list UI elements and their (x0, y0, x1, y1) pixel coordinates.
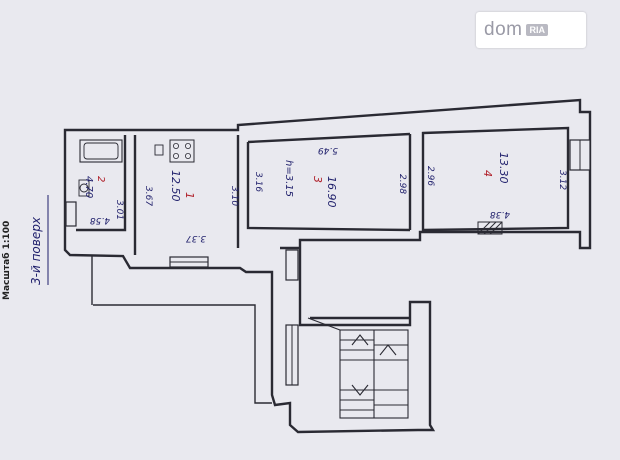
room-1-number: 1 (183, 192, 196, 199)
outer-contour (93, 304, 272, 404)
watermark-brand: dom (484, 19, 523, 40)
room-4-number: 4 (481, 170, 494, 177)
stove-icon (154, 139, 195, 163)
watermark-badge: RIA (526, 24, 548, 36)
wall-room4 (421, 126, 570, 232)
arrow-icon (351, 334, 369, 346)
window-right (569, 139, 591, 171)
room-3-dim-b: 2.98 (397, 174, 407, 194)
room-1-dim-c: 3.37 (186, 233, 206, 243)
room-2-dim-b: 3.01 (114, 200, 124, 220)
window-bath (65, 201, 77, 227)
room-2-number: 2 (95, 176, 106, 182)
watermark-logo: dom RIA (476, 12, 586, 48)
room-3-dim-c: 5.49 (318, 145, 338, 155)
scale-label: Масштаб 1:100 (1, 221, 12, 300)
wall-bath-kitchen (76, 135, 127, 232)
wall-room3-left (246, 142, 411, 232)
wall-room3-top (247, 132, 411, 144)
balcony-label: 4.38 (490, 209, 510, 219)
room-1-dim-b: 3.10 (229, 186, 239, 206)
room-1-area: 12.50 (169, 170, 182, 202)
room-3-area: 16.90 (325, 176, 338, 208)
floor-label: 3-й поверх (29, 216, 43, 285)
room-3-dim-a: 3.16 (253, 172, 263, 192)
room-4-dim-a: 2.96 (425, 166, 435, 186)
room-2-area: 4.70 (83, 176, 94, 198)
window-kitchen (169, 256, 209, 268)
room-3-height: h=3.15 (283, 160, 294, 197)
room-1-dim-a: 3.67 (143, 186, 153, 206)
room-4-area: 13.30 (497, 152, 510, 184)
bathtub-icon (79, 139, 123, 163)
sink-icon (78, 179, 90, 197)
room-4-dim-b: 3.12 (557, 170, 567, 190)
arrow-icon-2 (379, 344, 397, 356)
door-corridor (285, 249, 299, 281)
room-2-dim-a: 4.58 (90, 215, 110, 225)
arrow-icon-3 (351, 384, 369, 396)
window-stair (285, 324, 299, 386)
balcony-hatch (477, 221, 503, 235)
room-3-number: 3 (311, 176, 324, 183)
staircase (307, 317, 409, 419)
